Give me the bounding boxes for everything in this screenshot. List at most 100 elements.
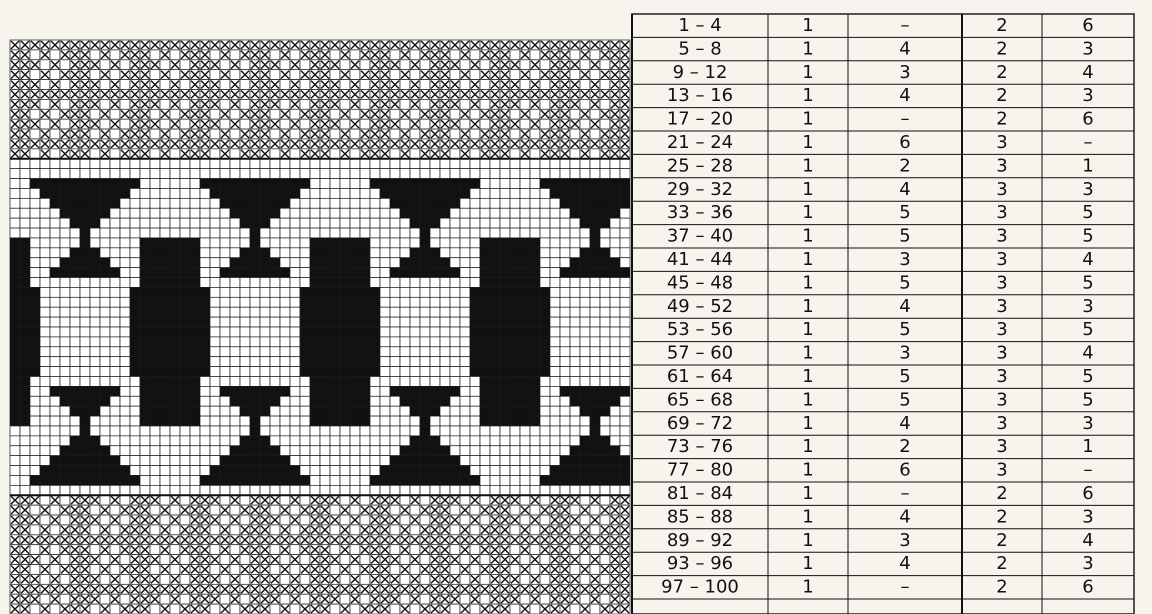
grid-cell bbox=[340, 396, 350, 406]
grid-cell bbox=[580, 436, 590, 446]
grid-cell bbox=[60, 367, 70, 377]
grid-cell bbox=[210, 248, 220, 258]
grid-cell bbox=[130, 169, 140, 179]
grid-cell bbox=[580, 574, 590, 584]
grid-cell bbox=[20, 347, 30, 357]
column-3-value: 3 bbox=[996, 132, 1007, 153]
grid-cell bbox=[430, 228, 440, 238]
grid-cell bbox=[610, 426, 620, 436]
grid-cell bbox=[340, 179, 350, 189]
grid-cell bbox=[330, 357, 340, 367]
grid-cell bbox=[620, 307, 630, 317]
grid-cell bbox=[110, 287, 120, 297]
column-3-value: 3 bbox=[996, 296, 1007, 317]
grid-cell bbox=[340, 515, 350, 525]
grid-cell bbox=[160, 218, 170, 228]
grid-cell bbox=[610, 268, 620, 278]
grid-cell bbox=[400, 238, 410, 248]
grid-cell bbox=[270, 109, 280, 119]
row-range: 73 – 76 bbox=[667, 436, 733, 457]
grid-cell bbox=[240, 258, 250, 268]
grid-cell bbox=[170, 297, 180, 307]
grid-cell bbox=[150, 159, 160, 169]
grid-cell bbox=[360, 268, 370, 278]
grid-cell bbox=[460, 446, 470, 456]
grid-cell bbox=[60, 80, 70, 90]
grid-cell bbox=[270, 505, 280, 515]
grid-cell bbox=[460, 287, 470, 297]
grid-cell bbox=[140, 287, 150, 297]
grid-cell bbox=[560, 218, 570, 228]
grid-cell bbox=[360, 99, 370, 109]
grid-cell bbox=[530, 149, 540, 159]
column-3-value: 3 bbox=[996, 319, 1007, 340]
grid-cell bbox=[450, 70, 460, 80]
grid-cell bbox=[10, 327, 20, 337]
grid-cell bbox=[420, 297, 430, 307]
grid-cell bbox=[540, 179, 550, 189]
grid-cell bbox=[550, 337, 560, 347]
grid-cell bbox=[210, 228, 220, 238]
grid-cell bbox=[600, 80, 610, 90]
grid-cell bbox=[60, 287, 70, 297]
grid-cell bbox=[430, 218, 440, 228]
grid-cell bbox=[490, 169, 500, 179]
grid-cell bbox=[380, 248, 390, 258]
grid-cell bbox=[430, 238, 440, 248]
grid-cell bbox=[350, 70, 360, 80]
grid-cell bbox=[600, 169, 610, 179]
grid-cell bbox=[360, 485, 370, 495]
grid-cell bbox=[380, 406, 390, 416]
grid-cell bbox=[400, 347, 410, 357]
grid-cell bbox=[310, 198, 320, 208]
grid-cell bbox=[590, 238, 600, 248]
grid-cell bbox=[240, 119, 250, 129]
grid-cell bbox=[280, 159, 290, 169]
grid-cell bbox=[250, 376, 260, 386]
grid-cell bbox=[510, 149, 520, 159]
grid-cell bbox=[540, 188, 550, 198]
grid-cell bbox=[430, 287, 440, 297]
grid-cell bbox=[250, 169, 260, 179]
grid-cell bbox=[160, 357, 170, 367]
grid-cell bbox=[290, 228, 300, 238]
grid-cell bbox=[200, 258, 210, 268]
grid-cell bbox=[510, 208, 520, 218]
grid-cell bbox=[560, 159, 570, 169]
grid-cell bbox=[500, 208, 510, 218]
grid-cell bbox=[320, 466, 330, 476]
grid-cell bbox=[440, 218, 450, 228]
grid-cell bbox=[460, 248, 470, 258]
grid-cell bbox=[350, 386, 360, 396]
grid-cell bbox=[350, 287, 360, 297]
grid-cell bbox=[420, 179, 430, 189]
grid-cell bbox=[30, 307, 40, 317]
grid-cell bbox=[240, 466, 250, 476]
grid-cell bbox=[600, 406, 610, 416]
grid-cell bbox=[590, 278, 600, 288]
grid-cell bbox=[580, 188, 590, 198]
grid-cell bbox=[570, 446, 580, 456]
grid-cell bbox=[30, 456, 40, 466]
grid-cell bbox=[420, 307, 430, 317]
grid-cell bbox=[540, 317, 550, 327]
grid-cell bbox=[300, 238, 310, 248]
grid-cell bbox=[70, 278, 80, 288]
grid-cell bbox=[350, 396, 360, 406]
grid-cell bbox=[470, 396, 480, 406]
grid-cell bbox=[120, 456, 130, 466]
grid-cell bbox=[210, 446, 220, 456]
grid-cell bbox=[250, 446, 260, 456]
grid-cell bbox=[110, 159, 120, 169]
grid-cell bbox=[70, 198, 80, 208]
grid-cell bbox=[500, 297, 510, 307]
grid-cell bbox=[320, 337, 330, 347]
grid-cell bbox=[350, 485, 360, 495]
grid-cell bbox=[540, 337, 550, 347]
grid-cell bbox=[240, 287, 250, 297]
grid-cell bbox=[420, 268, 430, 278]
grid-cell bbox=[10, 357, 20, 367]
grid-cell bbox=[520, 574, 530, 584]
grid-cell bbox=[220, 386, 230, 396]
grid-cell bbox=[520, 456, 530, 466]
